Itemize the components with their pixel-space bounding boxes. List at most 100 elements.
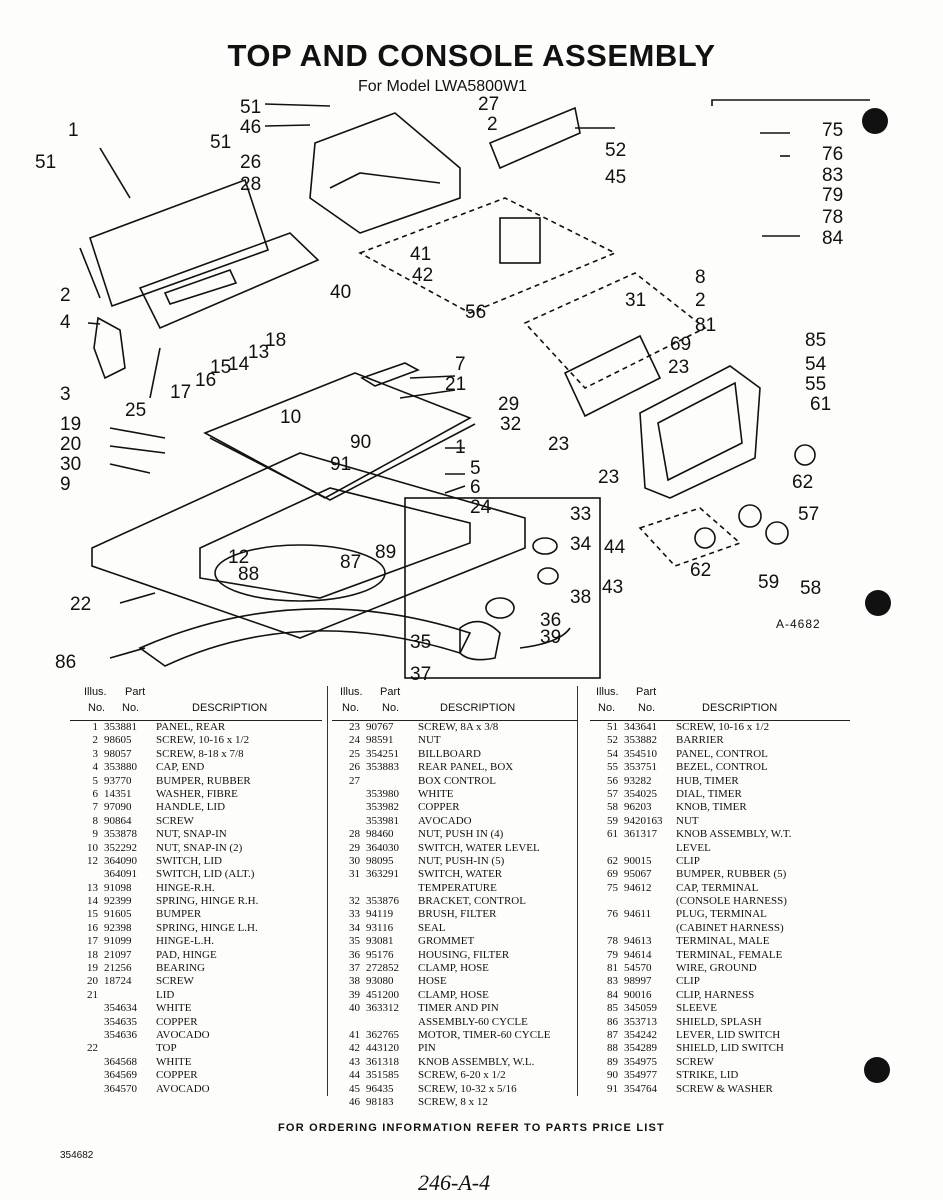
- illus-number: 33: [349, 908, 360, 921]
- part-number: 94119: [366, 908, 394, 921]
- part-description: LID: [156, 988, 175, 1001]
- illus-number: [590, 895, 624, 908]
- illus-number: 34: [349, 921, 360, 934]
- callout-label: 54: [805, 354, 827, 375]
- callout-label: 14: [228, 354, 250, 375]
- callout-label: 43: [602, 577, 623, 598]
- part-description: BEARING: [156, 962, 205, 975]
- callout-label: 90: [350, 432, 371, 453]
- illus-number: 89: [607, 1055, 618, 1068]
- part-number: 353881: [104, 721, 137, 733]
- part-description: BOX CONTROL: [418, 774, 496, 787]
- part-number: 98460: [366, 828, 394, 841]
- illus-number: 19: [87, 962, 98, 975]
- callout-label: 34: [570, 534, 592, 555]
- illus-number: 32: [349, 895, 360, 908]
- part-description: BARRIER: [676, 734, 724, 747]
- part-description: SLEEVE: [676, 1002, 717, 1015]
- callout-label: 5: [470, 458, 481, 479]
- part-number: [366, 775, 418, 788]
- illus-number: 75: [607, 881, 618, 894]
- top-shape: [91, 452, 526, 639]
- part-description: NUT: [676, 814, 699, 827]
- callout-label: 83: [822, 165, 843, 186]
- part-description: BRUSH, FILTER: [418, 908, 497, 921]
- callout-label: 78: [822, 207, 843, 228]
- part-description: CLAMP, HOSE: [418, 962, 489, 975]
- part-number: 354636: [104, 1028, 137, 1041]
- part-number: 91099: [104, 935, 132, 948]
- callout-label: 2: [487, 114, 498, 135]
- callout-label: 23: [548, 434, 569, 455]
- illus-number: 6: [92, 787, 99, 800]
- part-description: PANEL, REAR: [156, 721, 226, 733]
- part-number: 353981: [366, 814, 399, 827]
- part-description: NUT, PUSH-IN (5): [418, 854, 505, 867]
- part-number: 354975: [624, 1055, 657, 1068]
- callout-label: 88: [238, 564, 259, 585]
- illus-number: 84: [607, 988, 618, 1001]
- callout-label: 2: [695, 290, 706, 311]
- part-description: BUMPER: [156, 908, 202, 921]
- callout-label: 51: [240, 97, 261, 118]
- callout-label: 55: [805, 374, 826, 395]
- part-number: 21256: [104, 962, 132, 975]
- lid-shape: [203, 372, 472, 499]
- part-description: SCREW, 10-32 x 5/16: [418, 1082, 517, 1095]
- illus-number: 26: [349, 761, 360, 774]
- callout-label: 20: [60, 434, 81, 455]
- part-number: [624, 842, 676, 855]
- part-description: SCREW, 6-20 x 1/2: [418, 1069, 506, 1082]
- part-description: BRACKET, CONTROL: [418, 895, 526, 908]
- illus-number: [332, 882, 366, 895]
- part-number: [366, 1016, 418, 1029]
- part-number: 354634: [104, 1002, 137, 1015]
- callout-label: 24: [470, 497, 492, 518]
- part-description: KNOB ASSEMBLY, W.L.: [418, 1055, 535, 1068]
- illus-number: 31: [349, 868, 360, 881]
- callout-label: 16: [195, 370, 216, 391]
- ordering-footer: FOR ORDERING INFORMATION REFER TO PARTS …: [278, 1122, 665, 1134]
- callout-label: 45: [605, 167, 626, 188]
- illus-number: 22: [87, 1042, 98, 1055]
- illus-number: 3: [92, 747, 99, 760]
- part-description: TEMPERATURE: [418, 881, 497, 894]
- part-number: 94611: [624, 908, 652, 921]
- illus-number: 46: [349, 1095, 360, 1108]
- part-description: SWITCH, WATER LEVEL: [418, 841, 540, 854]
- part-number: 90016: [624, 988, 652, 1001]
- callout-label: 10: [280, 407, 301, 428]
- callout-label: 23: [668, 357, 689, 378]
- part-description: WHITE: [418, 787, 454, 800]
- part-number: 95067: [624, 868, 652, 881]
- illus-number: 2: [92, 734, 99, 747]
- part-number: 98095: [366, 854, 394, 867]
- part-description: CLIP: [676, 975, 700, 988]
- callout-label: 79: [822, 185, 843, 206]
- illus-number: 78: [607, 935, 618, 948]
- billboard-shape: [138, 232, 320, 330]
- part-number: 353878: [104, 828, 137, 841]
- part-description: SCREW: [156, 814, 194, 827]
- callout-label: 32: [500, 414, 521, 435]
- part-number: 362765: [366, 1028, 399, 1041]
- illus-number: 14: [87, 895, 98, 908]
- part-description: SPRING, HINGE R.H.: [156, 895, 259, 908]
- callout-label: 3: [60, 384, 71, 405]
